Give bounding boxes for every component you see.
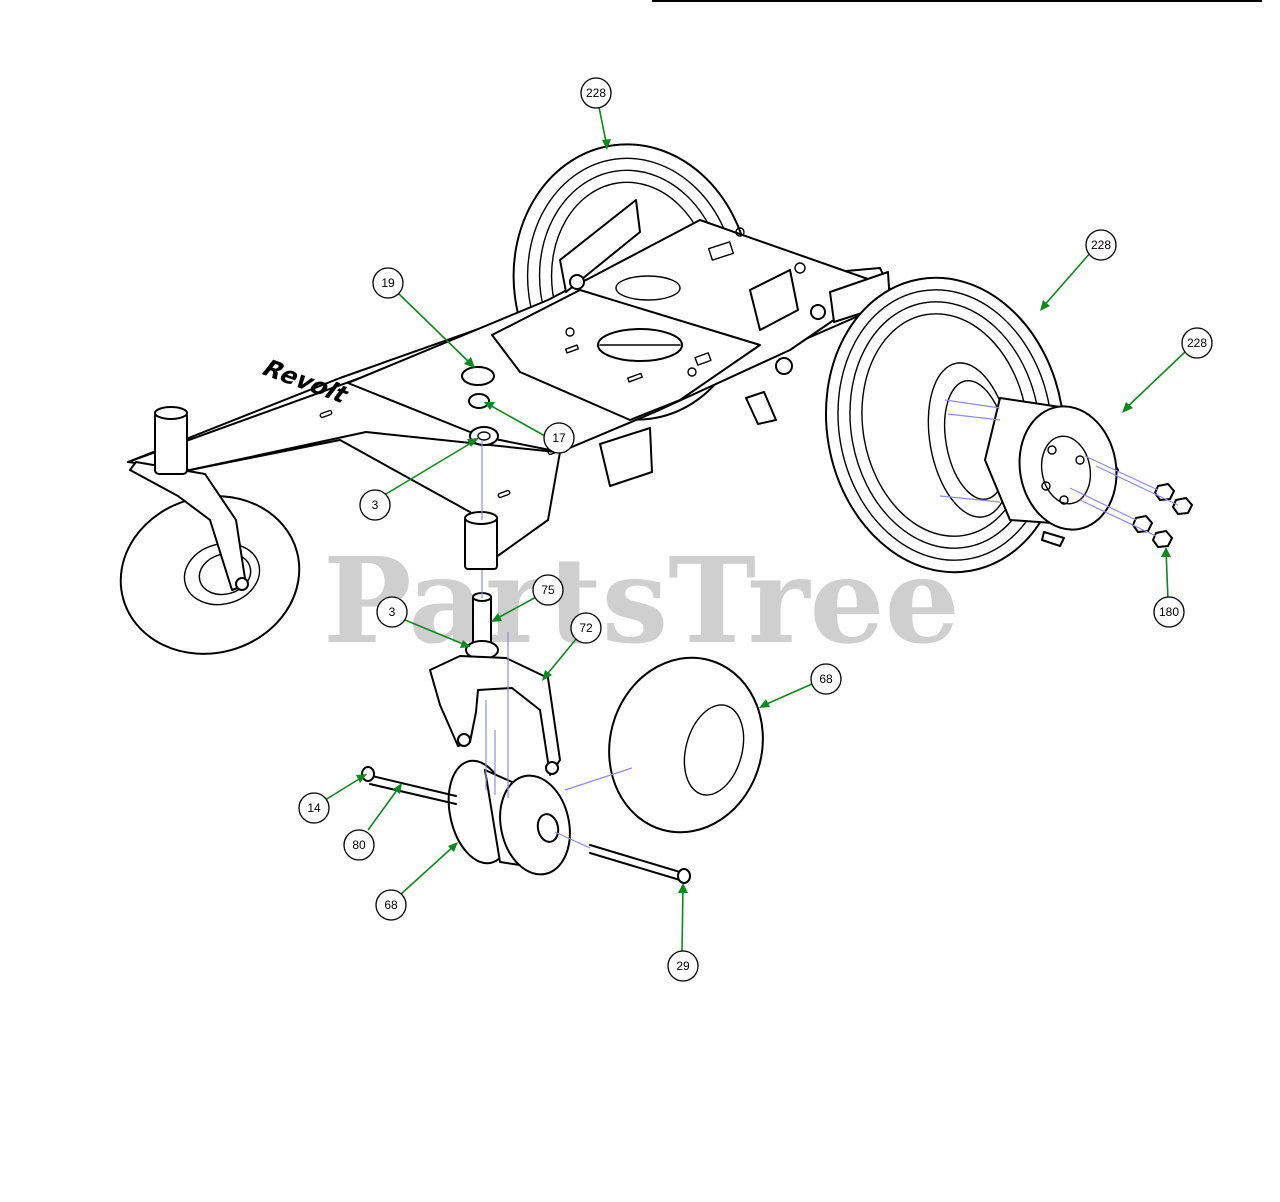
callout-14[interactable]: 14 bbox=[298, 792, 330, 824]
callout-label: 75 bbox=[541, 583, 555, 597]
callout-3-upper[interactable]: 3 bbox=[359, 489, 391, 521]
assembly-axes bbox=[481, 399, 1179, 849]
callout-label: 80 bbox=[352, 838, 366, 852]
callout-label: 72 bbox=[579, 621, 593, 635]
callout-228-top[interactable]: 228 bbox=[580, 77, 612, 109]
callout-label: 68 bbox=[819, 672, 833, 686]
callout-17[interactable]: 17 bbox=[543, 422, 575, 454]
callout-3-lower[interactable]: 3 bbox=[376, 596, 408, 628]
watermark-text: PartsTree bbox=[323, 531, 960, 670]
callout-label: 180 bbox=[1159, 605, 1179, 619]
caster-rim bbox=[447, 759, 571, 876]
callout-label: 19 bbox=[381, 276, 395, 290]
callout-72[interactable]: 72 bbox=[570, 612, 602, 644]
callout-label: 29 bbox=[676, 959, 690, 973]
callout-75[interactable]: 75 bbox=[532, 574, 564, 606]
callout-label: 228 bbox=[1091, 238, 1111, 252]
callout-19[interactable]: 19 bbox=[372, 267, 404, 299]
callout-180[interactable]: 180 bbox=[1153, 596, 1185, 628]
callout-80[interactable]: 80 bbox=[343, 829, 375, 861]
callout-label: 68 bbox=[384, 898, 398, 912]
callout-label: 17 bbox=[552, 431, 566, 445]
leader-lines bbox=[324, 106, 1187, 953]
callout-68-rim[interactable]: 68 bbox=[375, 889, 407, 921]
callout-label: 228 bbox=[586, 86, 606, 100]
callout-29[interactable]: 29 bbox=[667, 950, 699, 982]
callout-228-right[interactable]: 228 bbox=[1085, 229, 1117, 261]
callout-68-tire[interactable]: 68 bbox=[810, 663, 842, 695]
callout-228-hub[interactable]: 228 bbox=[1181, 327, 1213, 359]
callout-label: 3 bbox=[372, 498, 379, 512]
caster-fork bbox=[429, 655, 561, 776]
lug-nuts bbox=[1132, 483, 1193, 548]
caster-axle-bolts bbox=[361, 766, 691, 884]
front-caster-assembled bbox=[119, 406, 301, 655]
callout-label: 3 bbox=[389, 605, 396, 619]
callout-label: 14 bbox=[307, 801, 321, 815]
callout-label: 228 bbox=[1187, 336, 1207, 350]
caster-tire bbox=[608, 656, 764, 834]
